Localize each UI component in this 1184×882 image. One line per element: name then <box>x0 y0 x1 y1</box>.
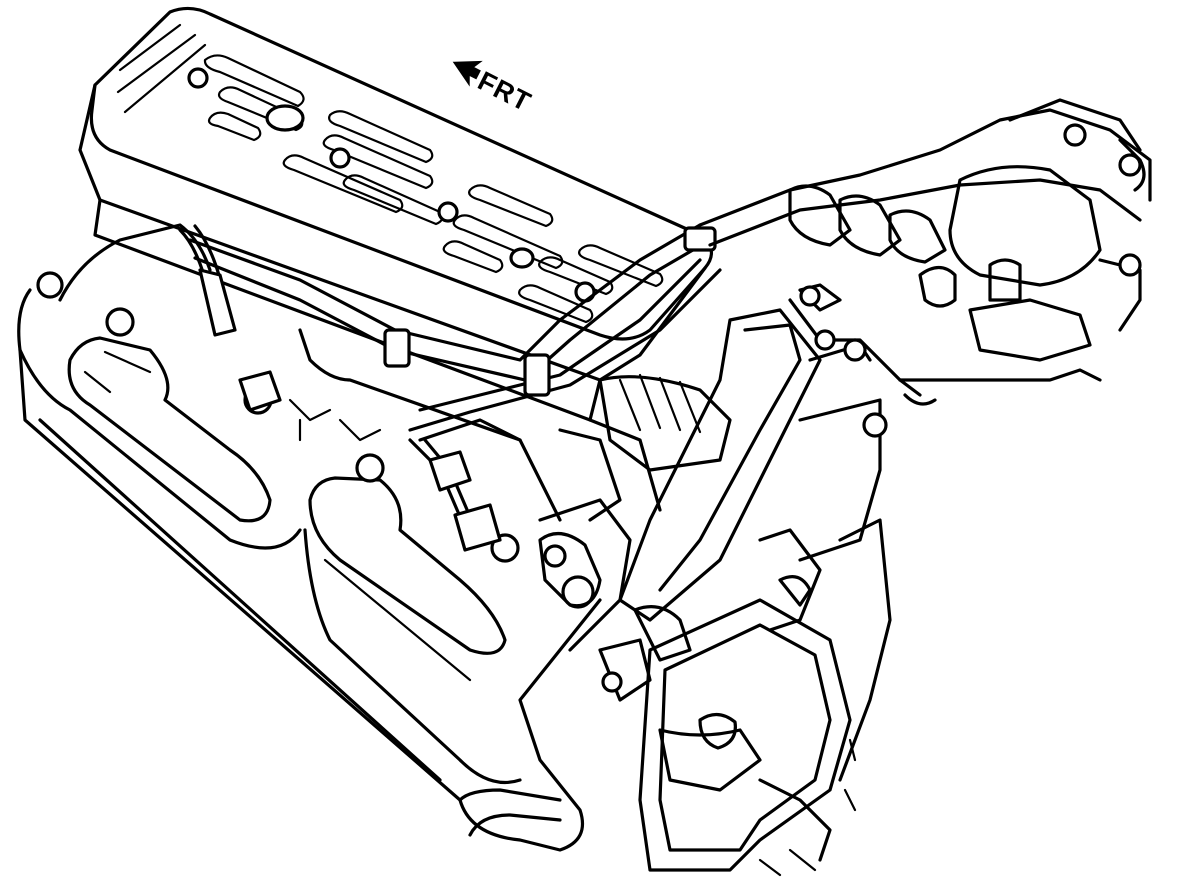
front-direction-label: FRT <box>473 66 536 118</box>
exhaust-manifold <box>17 223 602 852</box>
valve-cover <box>78 6 713 422</box>
bracket-housing <box>538 518 892 877</box>
spark-plug-wires <box>178 223 722 552</box>
arrow-left-icon <box>452 60 483 87</box>
front-direction-indicator: FRT <box>452 60 536 118</box>
distributor-assembly <box>698 98 1152 406</box>
intake-manifold <box>558 308 888 622</box>
engine-block <box>288 328 662 652</box>
